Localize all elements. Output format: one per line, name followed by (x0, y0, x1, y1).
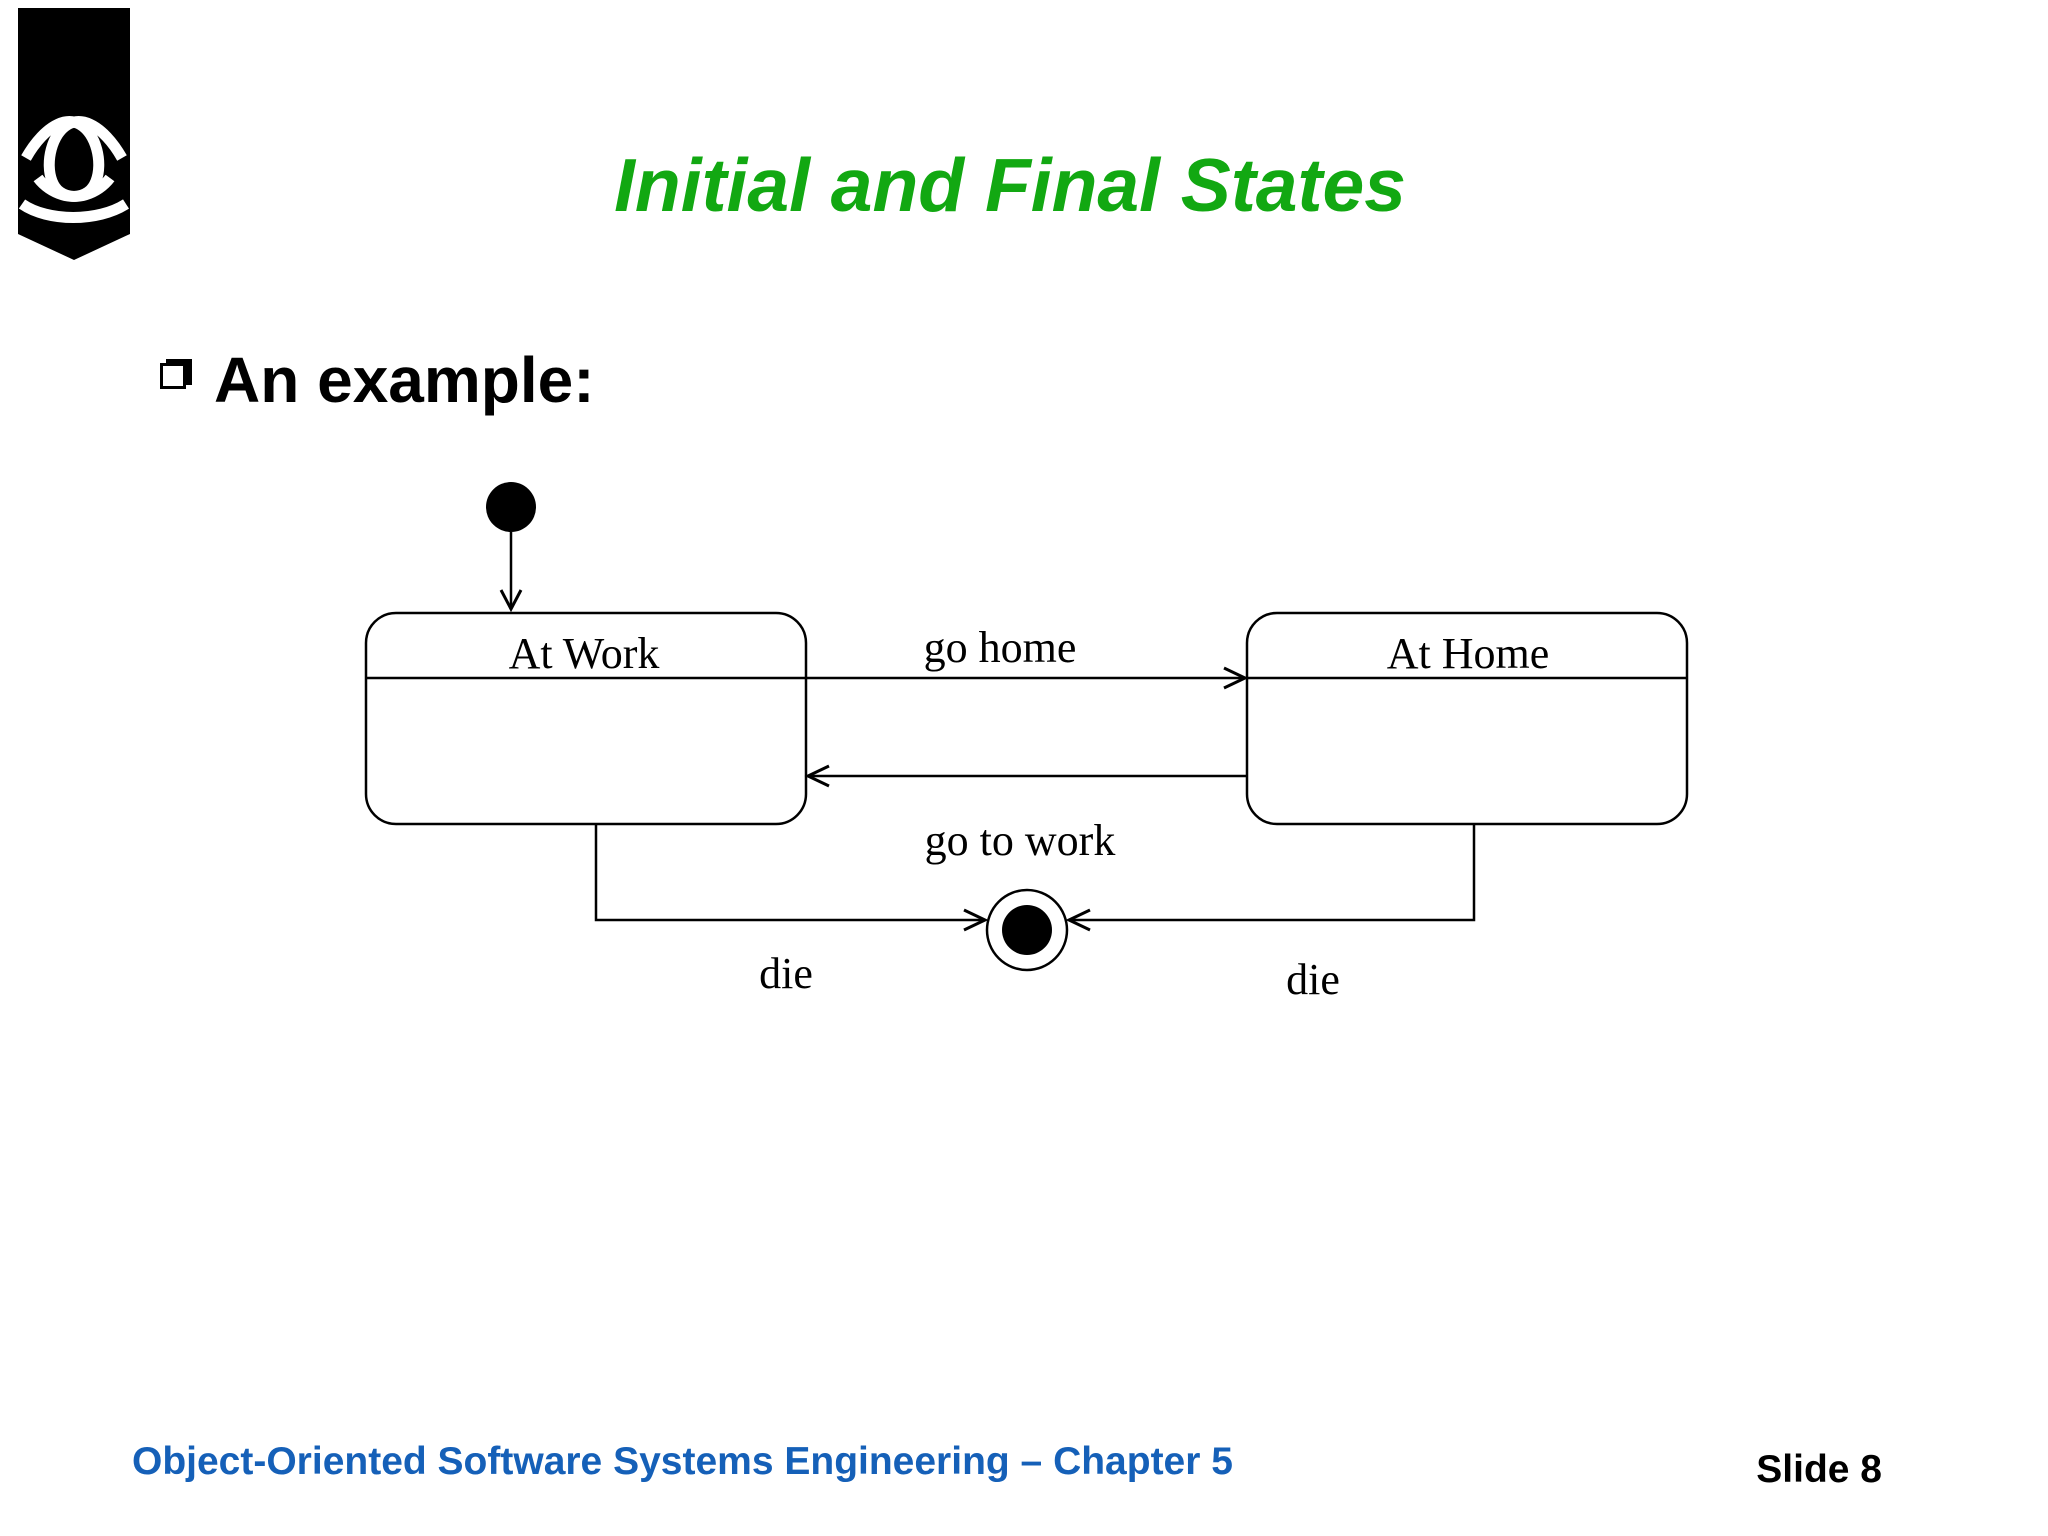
die-from-work-label: die (759, 949, 813, 998)
transition-die-from-work: die (594, 824, 989, 998)
final-state-icon (985, 888, 1069, 972)
state-at-work-label: At Work (509, 629, 660, 678)
state-at-home-label: At Home (1387, 629, 1550, 678)
state-at-home: At Home (1245, 611, 1689, 826)
bullet-item: An example: (160, 340, 595, 420)
footer-course-title: Object-Oriented Software Systems Enginee… (132, 1440, 1233, 1483)
university-crest-icon (18, 8, 130, 260)
go-home-label: go home (924, 623, 1077, 672)
bullet-text: An example: (214, 344, 595, 416)
state-at-work: At Work (364, 611, 808, 826)
transition-die-from-home: die (1065, 824, 1476, 1004)
page-title: Initial and Final States (614, 143, 1406, 227)
transition-go-to-work: go to work (804, 764, 1247, 865)
initial-transition-arrowhead (499, 589, 523, 613)
initial-state-icon (486, 482, 536, 532)
go-to-work-label: go to work (925, 816, 1116, 865)
transition-go-home: go home (806, 623, 1249, 690)
slide-number: Slide 8 (1756, 1448, 1882, 1491)
checkbox-bullet-icon (160, 359, 192, 391)
die-from-home-label: die (1286, 955, 1340, 1004)
